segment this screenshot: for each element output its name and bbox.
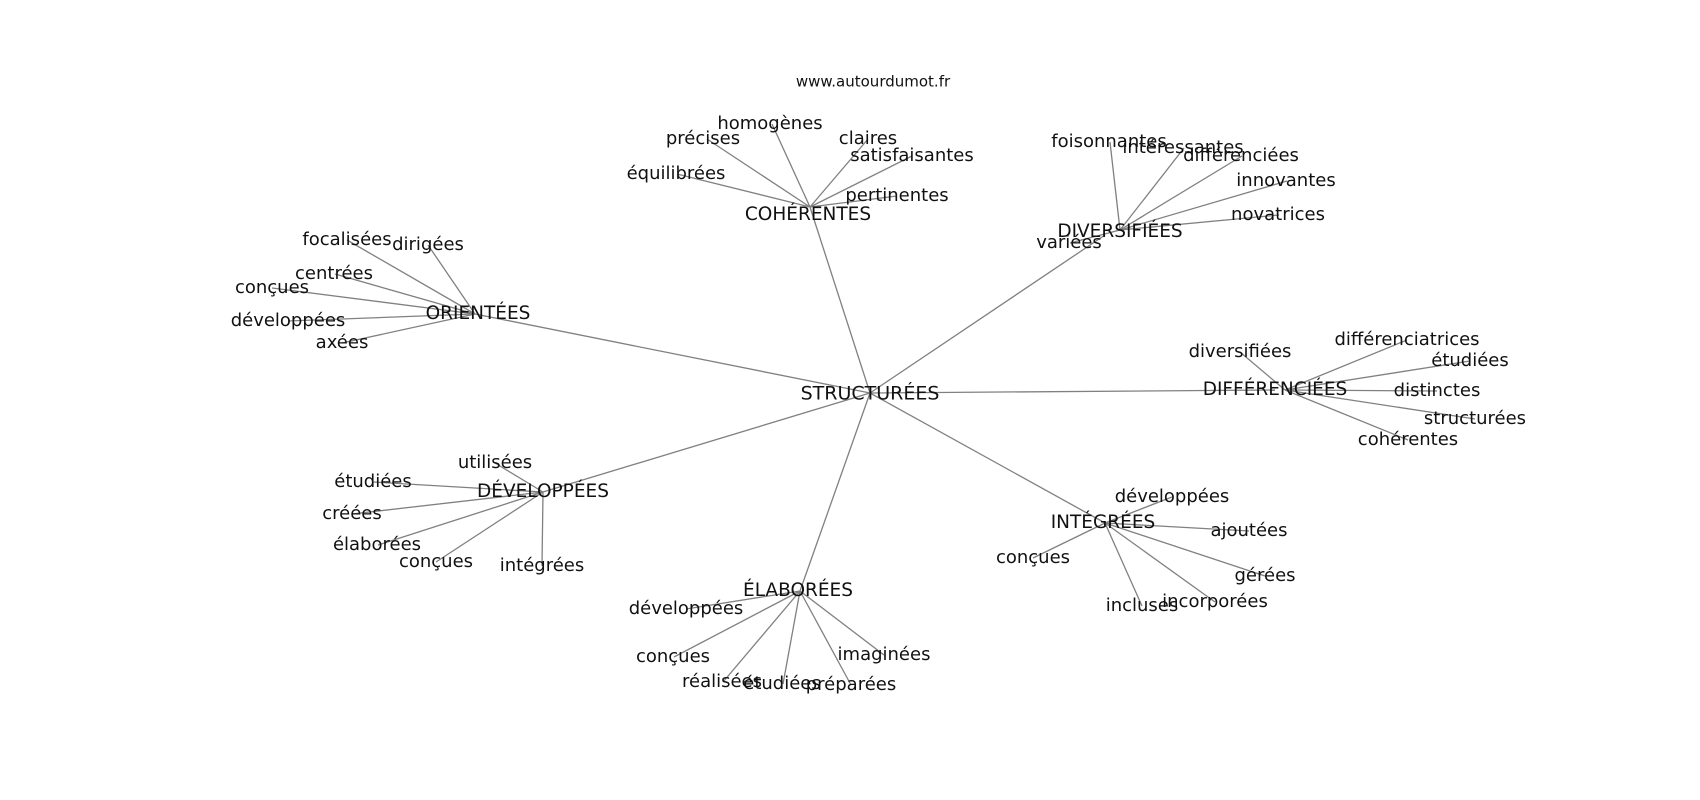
word-node[interactable]: différenciatrices [1334, 329, 1479, 350]
word-node[interactable]: conçues [399, 551, 473, 572]
word-node[interactable]: diversifiées [1189, 341, 1292, 362]
word-node[interactable]: novatrices [1231, 204, 1325, 225]
word-node[interactable]: satisfaisantes [850, 145, 974, 166]
word-node[interactable]: conçues [996, 547, 1070, 568]
word-node[interactable]: gérées [1234, 565, 1295, 586]
word-node[interactable]: différenciées [1183, 145, 1299, 166]
group-integrees: INTÉGRÉES développées ajoutées conçues g… [996, 486, 1296, 616]
word-node[interactable]: développées [1115, 486, 1230, 507]
word-node[interactable]: pertinentes [845, 185, 948, 206]
word-node[interactable]: distinctes [1394, 380, 1481, 401]
hub-node[interactable]: DIFFÉRENCIÉES [1203, 378, 1348, 400]
word-node[interactable]: cohérentes [1358, 429, 1458, 450]
word-node[interactable]: dirigées [392, 234, 464, 255]
word-node[interactable]: incluses [1106, 595, 1179, 616]
group-differenciees: DIFFÉRENCIÉES diversifiées différenciatr… [1189, 329, 1526, 450]
root-edges [474, 206, 1276, 592]
word-node[interactable]: foisonnantes [1051, 131, 1167, 152]
hub-node[interactable]: DIVERSIFIÉES [1057, 220, 1182, 242]
word-node[interactable]: créées [322, 503, 382, 524]
word-node[interactable]: préparées [806, 674, 897, 695]
word-node[interactable]: développées [231, 310, 346, 331]
word-node[interactable]: élaborées [333, 534, 421, 555]
hub-node[interactable]: ÉLABORÉES [743, 579, 853, 601]
word-node[interactable]: centrées [295, 263, 373, 284]
word-node[interactable]: étudiées [334, 471, 412, 492]
word-node[interactable]: claires [839, 128, 897, 149]
word-node[interactable]: développées [629, 598, 744, 619]
word-node[interactable]: structurées [1424, 408, 1526, 429]
group-diversifiees: DIVERSIFIÉES foisonnantes intéressantes … [1036, 131, 1336, 253]
word-node[interactable]: incorporées [1162, 591, 1268, 612]
word-node[interactable]: intéressantes [1122, 137, 1243, 158]
word-node[interactable]: équilibrées [627, 163, 726, 184]
word-node[interactable]: homogènes [717, 113, 822, 134]
word-node[interactable]: focalisées [302, 229, 391, 250]
word-node[interactable]: imaginées [838, 644, 931, 665]
word-node[interactable]: ajoutées [1210, 520, 1287, 541]
hub-node[interactable]: INTÉGRÉES [1051, 511, 1156, 533]
word-node[interactable]: utilisées [458, 452, 532, 473]
word-node[interactable]: étudiées [1431, 350, 1509, 371]
word-node[interactable]: conçues [235, 277, 309, 298]
group-coherentes: COHÉRENTES homogènes précises claires sa… [627, 113, 974, 225]
word-node[interactable]: conçues [636, 646, 710, 667]
word-node[interactable]: étudiées [743, 673, 821, 694]
group-developpees: DÉVELOPPÉES utilisées étudiées créées él… [322, 452, 609, 576]
hub-node[interactable]: DÉVELOPPÉES [477, 480, 609, 502]
hub-node[interactable]: COHÉRENTES [745, 203, 871, 225]
root-node[interactable]: STRUCTURÉES [801, 382, 940, 405]
word-node[interactable]: précises [666, 128, 740, 149]
word-node[interactable]: axées [316, 332, 369, 353]
word-node[interactable]: réalisées [682, 671, 762, 692]
source-label: www.autourdumot.fr [796, 73, 951, 91]
leaf-edges [271, 123, 1476, 686]
hub-node[interactable]: ORIENTÉES [426, 302, 531, 324]
word-node[interactable]: innovantes [1236, 170, 1335, 191]
group-orientees: ORIENTÉES focalisées dirigées centrées c… [231, 229, 531, 353]
word-node[interactable]: variées [1036, 232, 1102, 253]
group-elaborees: ÉLABORÉES développées conçues réalisées … [629, 579, 931, 695]
word-node[interactable]: intégrées [500, 555, 585, 576]
